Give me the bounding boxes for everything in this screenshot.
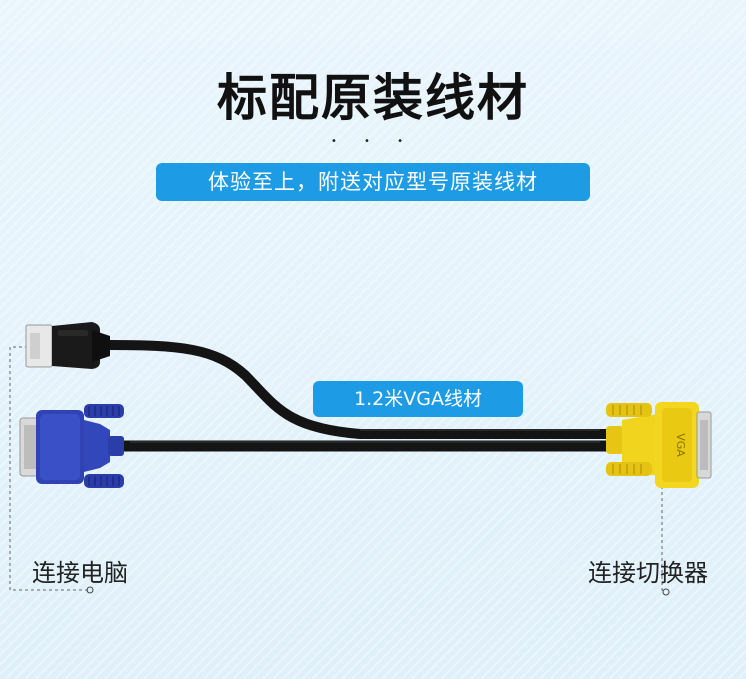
cable-length-badge: 1.2米VGA线材 [313,381,523,417]
label-connect-switch: 连接切换器 [588,559,708,587]
vga-connector-label: VGA [674,433,687,457]
left-callout-line [9,346,88,591]
title-divider-dots: • • • [330,136,416,147]
label-connect-computer: 连接电脑 [32,559,128,587]
page-title: 标配原装线材 [217,69,529,127]
vga-connector-blue [19,404,124,488]
usb-cable [103,340,617,439]
subtitle-badge: 体验至上，附送对应型号原装线材 [156,163,590,201]
right-callout-line [661,486,666,591]
usb-connector [25,322,110,369]
left-callout-dot [86,586,94,594]
right-callout-dot [662,588,670,596]
vga-connector-yellow: VGA [606,402,712,488]
